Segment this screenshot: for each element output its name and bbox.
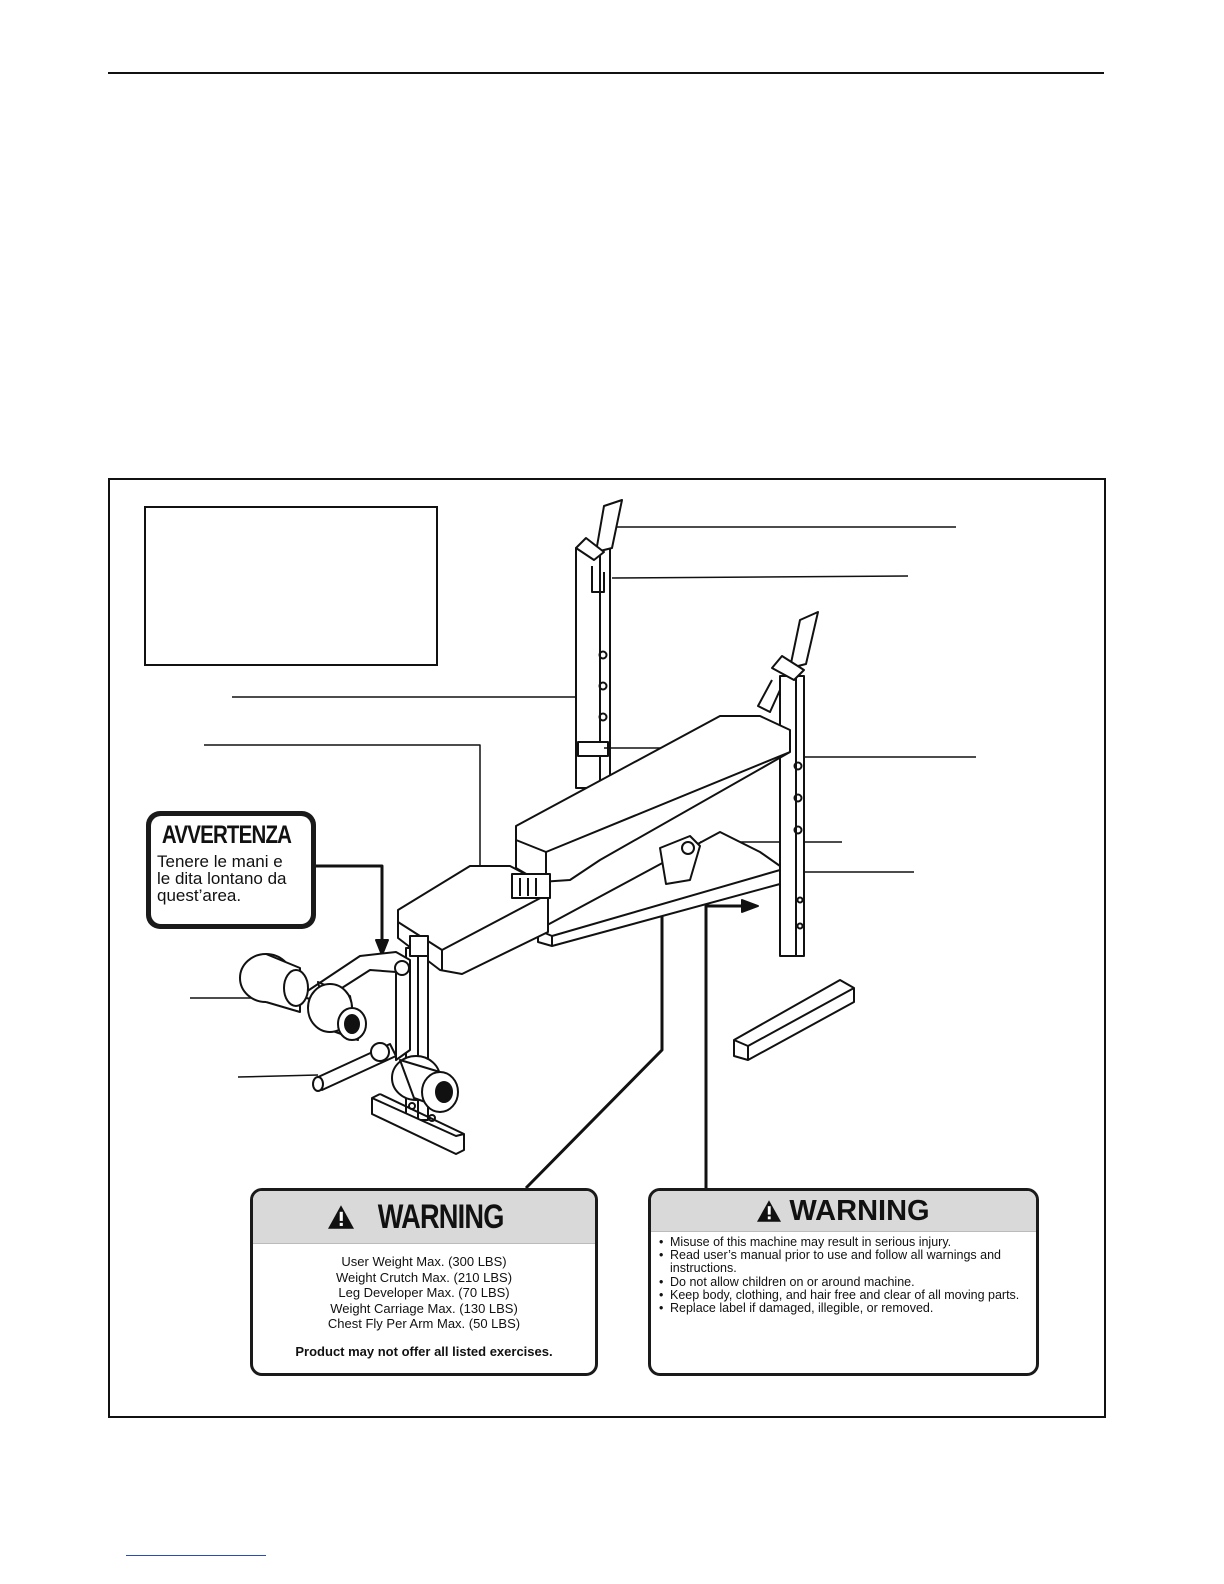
label-arrow-head	[375, 939, 389, 956]
limit-line: User Weight Max. (300 LBS)	[341, 1254, 507, 1269]
footer-link-underline	[126, 1555, 266, 1556]
right-upright	[779, 675, 805, 957]
warning-general-label: WARNING Misuse of this machine may resul…	[648, 1188, 1039, 1376]
avvertenza-line: le dita lontano da	[157, 869, 287, 888]
warning-triangle-icon	[757, 1200, 782, 1222]
main-rail	[537, 831, 781, 947]
warning-item: Keep body, clothing, and hair free and c…	[659, 1288, 1028, 1302]
leader-line	[204, 744, 481, 890]
right-hook	[757, 679, 781, 713]
limit-line: Weight Carriage Max. (130 LBS)	[330, 1300, 518, 1316]
avvertenza-label: AVVERTENZA Tenere le mani e le dita lont…	[146, 811, 316, 929]
limit-line: Leg Developer Max. (70 LBS)	[338, 1285, 510, 1301]
avvertenza-line: quest’area.	[157, 886, 242, 905]
left-hook	[591, 566, 605, 593]
label-arrow-head	[741, 899, 759, 913]
right-weight-crutch	[789, 611, 819, 669]
avvertenza-title: AVVERTENZA	[161, 821, 292, 849]
warning-general-title: WARNING	[789, 1194, 930, 1227]
avvertenza-label-body: AVVERTENZA Tenere le mani e le dita lont…	[151, 816, 311, 924]
label-arrow-line	[524, 880, 664, 1190]
left-weight-crutch	[595, 499, 623, 553]
diagram-frame	[108, 478, 1106, 1418]
leader-line	[611, 575, 909, 579]
warning-limits-title: WARNING	[378, 1197, 505, 1236]
label-arrow-line	[704, 904, 745, 1188]
warning-limits-label: WARNING User Weight Max. (300 LBS) Weigh…	[250, 1188, 598, 1376]
leader-line	[237, 1074, 319, 1078]
front-base	[371, 1097, 465, 1155]
warning-general-header: WARNING	[651, 1191, 1036, 1232]
limit-line: Chest Fly Per Arm Max. (50 LBS)	[327, 1316, 521, 1332]
warning-limits-header: WARNING	[253, 1191, 595, 1244]
leg-lever	[299, 951, 411, 1061]
warning-item: Read user’s manual prior to use and foll…	[659, 1249, 1028, 1276]
avvertenza-text: Tenere le mani e le dita lontano da ques…	[157, 853, 305, 904]
avvertenza-line: Tenere le mani e	[157, 852, 283, 871]
note-box	[144, 506, 438, 666]
label-arrow-line	[316, 864, 384, 945]
limit-line: Weight Crutch Max. (210 LBS)	[335, 1269, 513, 1285]
avvertenza-header: AVVERTENZA	[157, 820, 292, 850]
warning-item: Misuse of this machine may result in ser…	[659, 1235, 1028, 1249]
top-rule	[108, 72, 1104, 74]
warning-item: Replace label if damaged, illegible, or …	[659, 1301, 1028, 1315]
warning-general-list: Misuse of this machine may result in ser…	[651, 1235, 1036, 1315]
warning-triangle-icon	[328, 1205, 355, 1229]
warning-item: Do not allow children on or around machi…	[659, 1275, 1028, 1289]
warning-limits-list: User Weight Max. (300 LBS) Weight Crutch…	[253, 1244, 595, 1332]
warning-limits-footer: Product may not offer all listed exercis…	[295, 1343, 553, 1359]
